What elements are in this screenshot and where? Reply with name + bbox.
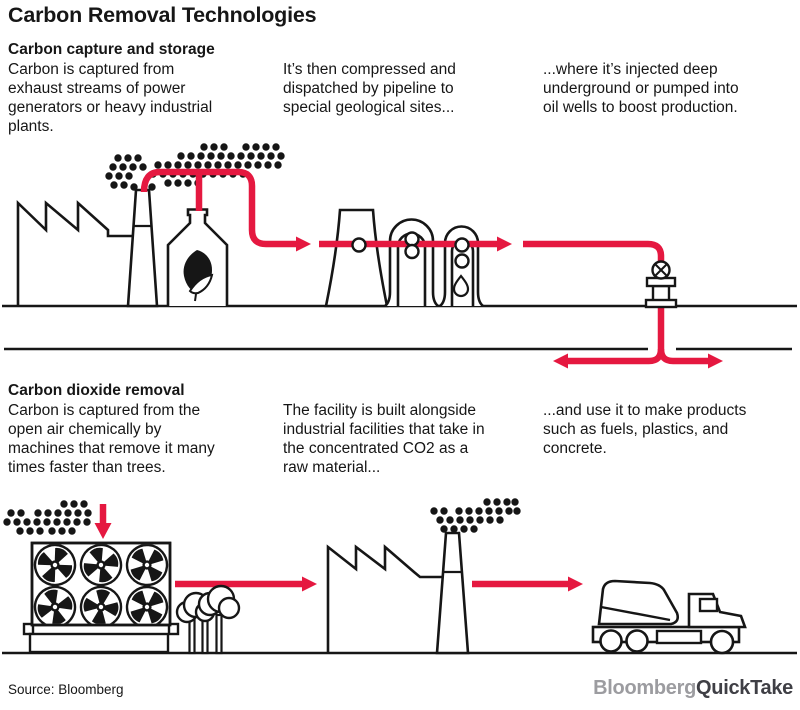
pipeline-valves xyxy=(351,231,470,298)
cdr-step-3-text: ...and use it to make products such as f… xyxy=(543,402,747,457)
capture-vessel-leaf-icon xyxy=(166,208,229,306)
cdr-step-1-text: Carbon is captured from the open air che… xyxy=(8,402,215,476)
ccs-step-2-text: It’s then compressed and dispatched by p… xyxy=(283,61,456,116)
bloomberg-quicktake-logo: BloombergQuickTake xyxy=(593,677,793,700)
pipeline-arrowheads xyxy=(94,236,723,592)
page-title: Carbon Removal Technologies xyxy=(8,3,317,27)
direct-air-capture-icon xyxy=(22,541,180,654)
logo-quicktake: QuickTake xyxy=(696,677,793,699)
injection-wellhead-icon xyxy=(644,260,678,309)
power-plant-factory-icon xyxy=(16,188,159,308)
cdr-step-2-text: The facility is built alongside industri… xyxy=(283,402,485,476)
co2-smoke-dots-open-air xyxy=(3,500,92,535)
source-credit: Source: Bloomberg xyxy=(8,682,124,697)
industrial-factory-icon xyxy=(326,531,470,655)
ccs-step-3-text: ...where it’s injected deep underground … xyxy=(543,61,739,116)
ccs-step-1-text: Carbon is captured from exhaust streams … xyxy=(8,61,213,135)
co2-smoke-dots-top-cloud xyxy=(149,143,285,187)
logo-bloomberg: Bloomberg xyxy=(593,677,697,699)
trees-icon xyxy=(175,584,241,655)
ccs-section-heading: Carbon capture and storage xyxy=(8,41,215,58)
co2-smoke-dots-bottom-stack xyxy=(430,498,521,533)
cement-truck-icon xyxy=(591,579,747,655)
cdr-section-heading: Carbon dioxide removal xyxy=(8,382,185,399)
